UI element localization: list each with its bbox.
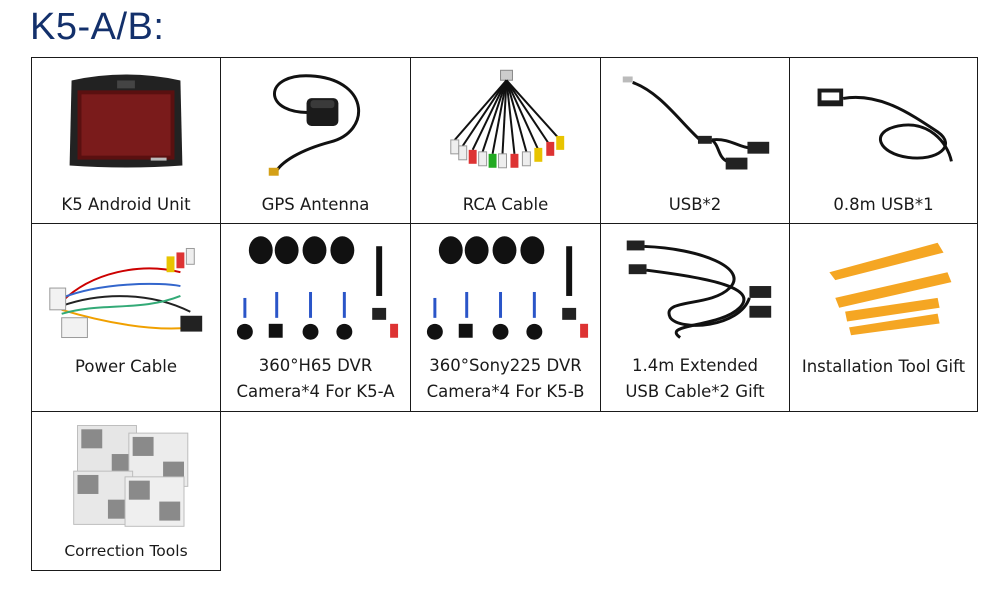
item-label: 360°Sony225 DVR Camera*4 For K5-B	[426, 356, 585, 401]
item-label: 360°H65 DVR Camera*4 For K5-A	[236, 356, 395, 401]
pry-tools-icon	[790, 228, 977, 350]
camera-set-icon	[411, 228, 600, 350]
item-usb-extended: 1.4m Extended USB Cable*2 Gift	[600, 223, 790, 412]
item-rca-cable: RCA Cable	[410, 57, 601, 224]
item-label: K5 Android Unit	[61, 195, 191, 214]
item-label: Installation Tool Gift	[801, 357, 966, 376]
item-label: Power Cable	[75, 357, 177, 376]
item-label: 1.4m Extended USB Cable*2 Gift	[625, 356, 765, 401]
item-installation-tool: Installation Tool Gift	[789, 223, 978, 412]
item-sony225-camera: 360°Sony225 DVR Camera*4 For K5-B	[410, 223, 601, 412]
usb-extension-icon	[790, 62, 977, 184]
item-head-unit: K5 Android Unit	[31, 57, 221, 224]
page-title: K5-A/B:	[30, 6, 165, 48]
rca-cable-icon	[411, 62, 600, 184]
item-usb: USB*2	[600, 57, 790, 224]
usb-extended-cable-icon	[601, 228, 789, 350]
item-label: GPS Antenna	[261, 195, 370, 214]
item-correction-tools: Correction Tools	[31, 411, 221, 571]
item-label: Correction Tools	[64, 542, 188, 560]
power-harness-icon	[32, 232, 220, 354]
camera-set-icon	[221, 228, 410, 350]
item-usb-0-8m: 0.8m USB*1	[789, 57, 978, 224]
usb-cable-icon	[601, 62, 789, 184]
item-label: RCA Cable	[462, 195, 549, 214]
item-power-cable: Power Cable	[31, 223, 221, 412]
calibration-mats-icon	[32, 416, 220, 532]
head-unit-icon	[32, 62, 220, 184]
item-h65-camera: 360°H65 DVR Camera*4 For K5-A	[220, 223, 411, 412]
item-label: USB*2	[668, 195, 722, 214]
item-label: 0.8m USB*1	[833, 195, 934, 214]
gps-antenna-icon	[221, 62, 410, 184]
item-gps-antenna: GPS Antenna	[220, 57, 411, 224]
